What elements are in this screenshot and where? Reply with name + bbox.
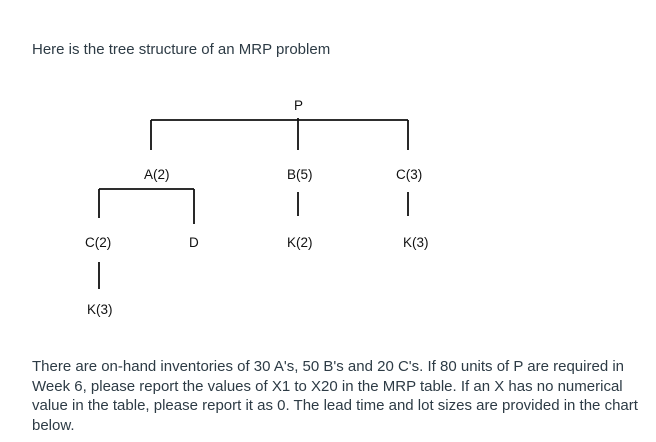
node-c: C(3) (396, 167, 422, 182)
node-a-d: D (189, 235, 199, 250)
node-c-k: K(3) (403, 235, 429, 250)
node-b-k: K(2) (287, 235, 313, 250)
node-a: A(2) (144, 167, 170, 182)
question-text: There are on-hand inventories of 30 A's,… (32, 358, 638, 434)
node-b: B(5) (287, 167, 313, 182)
intro-text: Here is the tree structure of an MRP pro… (32, 41, 331, 58)
node-a-c: C(2) (85, 235, 111, 250)
node-a-c-k: K(3) (87, 302, 113, 317)
node-p: P (294, 98, 303, 113)
